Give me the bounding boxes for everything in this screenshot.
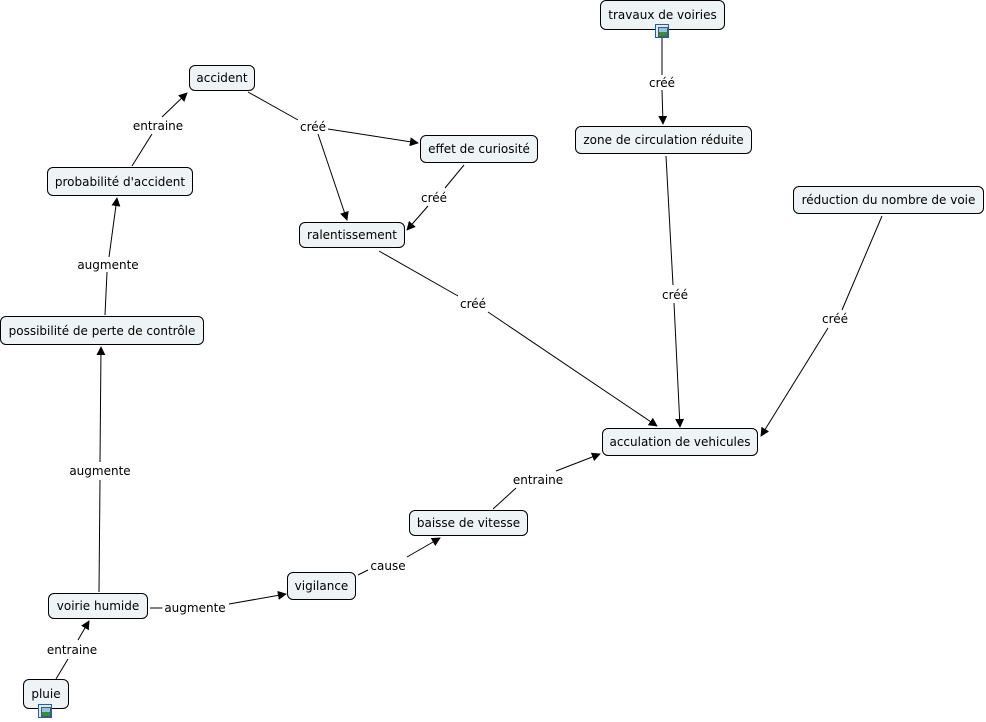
- edge-zone-to-label: [665, 155, 674, 286]
- concept-node-zone-de-circulation-reduite[interactable]: zone de circulation réduite: [575, 126, 752, 154]
- edge-reduction-to-label: [841, 215, 883, 311]
- edge-label-to-vigilance: [228, 590, 287, 605]
- concept-node-baisse-de-vitesse[interactable]: baisse de vitesse: [409, 510, 528, 536]
- edge-pluie-to-label: [55, 658, 69, 680]
- edge-label-to-perte: [96, 346, 106, 463]
- link-label-cree: créé: [457, 297, 489, 311]
- link-label-augmente: augmente: [67, 464, 133, 478]
- edge-curiosite-to-label: [444, 164, 465, 189]
- link-label-entraine: entraine: [130, 119, 186, 133]
- edge-label-to-ralentissement-b: [406, 205, 429, 231]
- link-label-augmente: augmente: [162, 601, 228, 615]
- concept-node-voirie-humide[interactable]: voirie humide: [48, 593, 148, 619]
- edge-label-to-accumulation-c: [760, 327, 829, 437]
- concept-node-vigilance[interactable]: vigilance: [287, 572, 356, 600]
- edge-probabilite-to-label: [131, 133, 153, 167]
- concept-node-acculation-de-vehicules[interactable]: acculation de vehicules: [602, 428, 758, 456]
- concept-node-probabilite-d-accident[interactable]: probabilité d'accident: [47, 167, 193, 196]
- edge-label-to-accident: [161, 92, 188, 118]
- edge-ralentissement-to-label: [378, 250, 459, 297]
- node-label: baisse de vitesse: [416, 516, 521, 530]
- edge-label-to-probabilite: [108, 197, 121, 258]
- edge-perte-to-label: [104, 271, 108, 316]
- concept-node-possibilite-de-perte-de-controle[interactable]: possibilité de perte de contrôle: [0, 316, 204, 345]
- edge-label-to-baisse: [406, 537, 441, 558]
- edge-label-to-curiosite: [327, 128, 419, 147]
- link-label-entraine: entraine: [44, 643, 100, 657]
- edge-baisse-to-label: [492, 487, 517, 510]
- node-label: possibilité de perte de contrôle: [8, 323, 196, 338]
- node-label: acculation de vehicules: [609, 435, 751, 449]
- node-label: probabilité d'accident: [54, 174, 186, 189]
- node-label: pluie: [31, 687, 61, 701]
- node-label: réduction du nombre de voie: [801, 193, 976, 207]
- edge-vigilance-to-label: [357, 569, 369, 576]
- image-attachment-icon[interactable]: [38, 704, 52, 718]
- link-label-cree: créé: [819, 312, 851, 326]
- edge-voirie-to-label: [98, 479, 101, 593]
- edge-label-to-accumulation-a: [487, 311, 658, 427]
- node-label: effet de curiosité: [428, 142, 530, 156]
- edge-label-to-voirie: [77, 620, 90, 641]
- node-label: voirie humide: [56, 599, 140, 613]
- edge-label-to-accumulation-d: [555, 452, 601, 472]
- link-label-cree: créé: [659, 288, 691, 302]
- link-label-cree: créé: [418, 191, 450, 205]
- concept-node-effet-de-curiosite[interactable]: effet de curiosité: [420, 135, 538, 163]
- node-label: travaux de voiries: [608, 8, 717, 22]
- concept-node-reduction-du-nombre-de-voie[interactable]: réduction du nombre de voie: [793, 186, 984, 214]
- concept-node-accident[interactable]: accident: [189, 65, 255, 91]
- node-label: ralentissement: [307, 228, 397, 242]
- edge-label-to-zone: [658, 89, 668, 125]
- concept-node-ralentissement[interactable]: ralentissement: [299, 222, 405, 248]
- link-label-entraine: entraine: [510, 473, 566, 487]
- edge-label-to-accumulation-b: [673, 302, 685, 428]
- node-label: zone de circulation réduite: [583, 133, 744, 147]
- node-label: accident: [196, 71, 248, 85]
- edge-accident-to-label: [247, 91, 299, 121]
- link-label-cree: créé: [646, 76, 678, 90]
- edge-label-to-ralentissement-a: [317, 133, 349, 221]
- link-label-cree: créé: [297, 120, 329, 134]
- link-label-augmente: augmente: [75, 258, 141, 272]
- link-label-cause: cause: [368, 559, 408, 573]
- image-attachment-icon[interactable]: [655, 24, 669, 38]
- node-label: vigilance: [294, 579, 349, 593]
